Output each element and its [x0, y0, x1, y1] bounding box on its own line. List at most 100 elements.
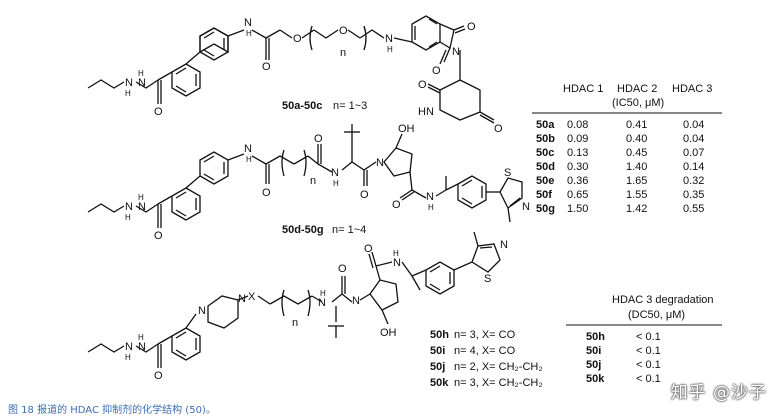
ic50-cell: 1.42: [626, 203, 647, 215]
svg-text:N: N: [125, 77, 133, 89]
ic50-header-hdac2: HDAC 2: [617, 83, 657, 95]
ic50-cell: 0.09: [567, 133, 588, 145]
svg-text:OH: OH: [380, 327, 397, 339]
ic50-cell: 1.65: [626, 175, 647, 187]
svg-text:N: N: [244, 17, 252, 29]
svg-text:O: O: [364, 243, 373, 255]
svg-text:O: O: [494, 123, 503, 135]
labels-50h-50k: 50h n= 3, X= CO 50i n= 4, X= CO 50j n= 2…: [430, 329, 543, 389]
svg-text:N: N: [244, 143, 252, 155]
svg-text:N: N: [238, 293, 246, 305]
ic50-cell: 0.08: [567, 119, 588, 131]
svg-text:O: O: [338, 263, 347, 275]
ic50-row-id: 50e: [536, 175, 554, 187]
svg-text:n: n: [340, 47, 346, 59]
ic50-units: (IC50, μM): [612, 97, 664, 109]
svg-text:N: N: [385, 33, 393, 45]
structure-50a-50c: [87, 15, 495, 124]
svg-text:O: O: [262, 61, 271, 73]
dc50-row-id: 50k: [586, 373, 605, 385]
svg-text:50h: 50h: [430, 329, 449, 341]
svg-text:n= 3, X= CO: n= 3, X= CO: [454, 329, 516, 341]
ic50-cell: 0.30: [567, 161, 588, 173]
dc50-cell: < 0.1: [636, 373, 661, 385]
svg-text:N: N: [125, 341, 133, 353]
ic50-row-id: 50f: [536, 189, 552, 201]
svg-text:O: O: [154, 370, 163, 382]
svg-text:H: H: [125, 213, 131, 222]
svg-text:H: H: [125, 353, 131, 362]
ic50-row-id: 50a: [536, 119, 555, 131]
svg-text:O: O: [154, 106, 163, 118]
svg-text:O: O: [293, 33, 302, 45]
svg-text:50a-50c: 50a-50c: [282, 100, 322, 112]
atom-labels-50a: N H N H O N H O O O n N H O N O O HN O: [125, 17, 503, 135]
ic50-row-id: 50d: [536, 161, 555, 173]
svg-text:OH: OH: [398, 123, 415, 135]
ic50-cell: 0.45: [626, 147, 647, 159]
ic50-cell: 1.50: [567, 203, 588, 215]
svg-text:H: H: [333, 179, 339, 188]
ic50-header-hdac1: HDAC 1: [563, 83, 603, 95]
svg-text:50j: 50j: [430, 361, 445, 373]
svg-text:N: N: [522, 201, 530, 213]
svg-text:S: S: [484, 273, 491, 285]
svg-text:H: H: [393, 249, 399, 258]
svg-text:HN: HN: [418, 106, 434, 118]
svg-text:H: H: [387, 45, 393, 54]
svg-text:n= 2, X= CH₂-CH₂: n= 2, X= CH₂-CH₂: [454, 361, 543, 373]
dc50-row-id: 50j: [586, 359, 601, 371]
ic50-row-id: 50g: [536, 203, 555, 215]
svg-text:H: H: [138, 193, 144, 202]
dc50-header: HDAC 3 degradation: [612, 294, 714, 306]
svg-text:O: O: [392, 199, 401, 211]
dc50-row-id: 50i: [586, 345, 601, 357]
svg-text:O: O: [432, 65, 441, 77]
ic50-cell: 0.40: [626, 133, 647, 145]
svg-text:n= 1~4: n= 1~4: [332, 224, 366, 236]
svg-text:O: O: [154, 230, 163, 242]
ic50-cell: 0.04: [683, 133, 704, 145]
svg-text:O: O: [314, 133, 323, 145]
ic50-cell: 1.55: [626, 189, 647, 201]
ic50-cell: 0.55: [683, 203, 704, 215]
atom-labels-50h: N H N H O N N X n N H O N OH O N H S N: [125, 239, 508, 382]
svg-text:N: N: [318, 297, 326, 309]
ic50-cell: 0.04: [683, 119, 704, 131]
svg-text:H: H: [320, 289, 326, 298]
ic50-cell: 0.13: [567, 147, 588, 159]
svg-text:n= 1~3: n= 1~3: [333, 100, 367, 112]
svg-text:N: N: [393, 257, 401, 269]
ic50-cell: 0.65: [567, 189, 588, 201]
svg-text:N: N: [138, 341, 146, 353]
svg-text:N: N: [198, 305, 206, 317]
ic50-cell: 1.40: [626, 161, 647, 173]
ic50-cell: 0.35: [683, 189, 704, 201]
figure-caption: 图 18 报道的 HDAC 抑制剂的化学结构 (50)。: [8, 405, 216, 416]
svg-text:n: n: [310, 175, 316, 187]
ic50-cell: 0.41: [626, 119, 647, 131]
structure-50d-50g: [87, 124, 523, 228]
svg-text:50k: 50k: [430, 377, 449, 389]
label-50a-50c: 50a-50c n= 1~3: [282, 100, 367, 112]
dc50-row-id: 50h: [586, 331, 605, 343]
dc50-units: (DC50, μM): [628, 309, 685, 321]
ic50-cell: 0.36: [567, 175, 588, 187]
svg-text:O: O: [418, 79, 427, 91]
svg-text:H: H: [246, 155, 252, 164]
svg-text:H: H: [428, 203, 434, 212]
watermark: 知乎 @沙子: [670, 383, 767, 403]
svg-text:H: H: [138, 333, 144, 342]
svg-text:N: N: [138, 77, 146, 89]
svg-text:H: H: [246, 29, 252, 38]
svg-text:O: O: [339, 25, 348, 37]
svg-text:n= 4, X= CO: n= 4, X= CO: [454, 345, 516, 357]
ic50-row-id: 50b: [536, 133, 555, 145]
svg-text:N: N: [331, 167, 339, 179]
svg-text:N: N: [452, 46, 460, 58]
dc50-cell: < 0.1: [636, 359, 661, 371]
ic50-header-hdac3: HDAC 3: [672, 83, 712, 95]
svg-text:N: N: [138, 201, 146, 213]
ic50-cell: 0.14: [683, 161, 704, 173]
